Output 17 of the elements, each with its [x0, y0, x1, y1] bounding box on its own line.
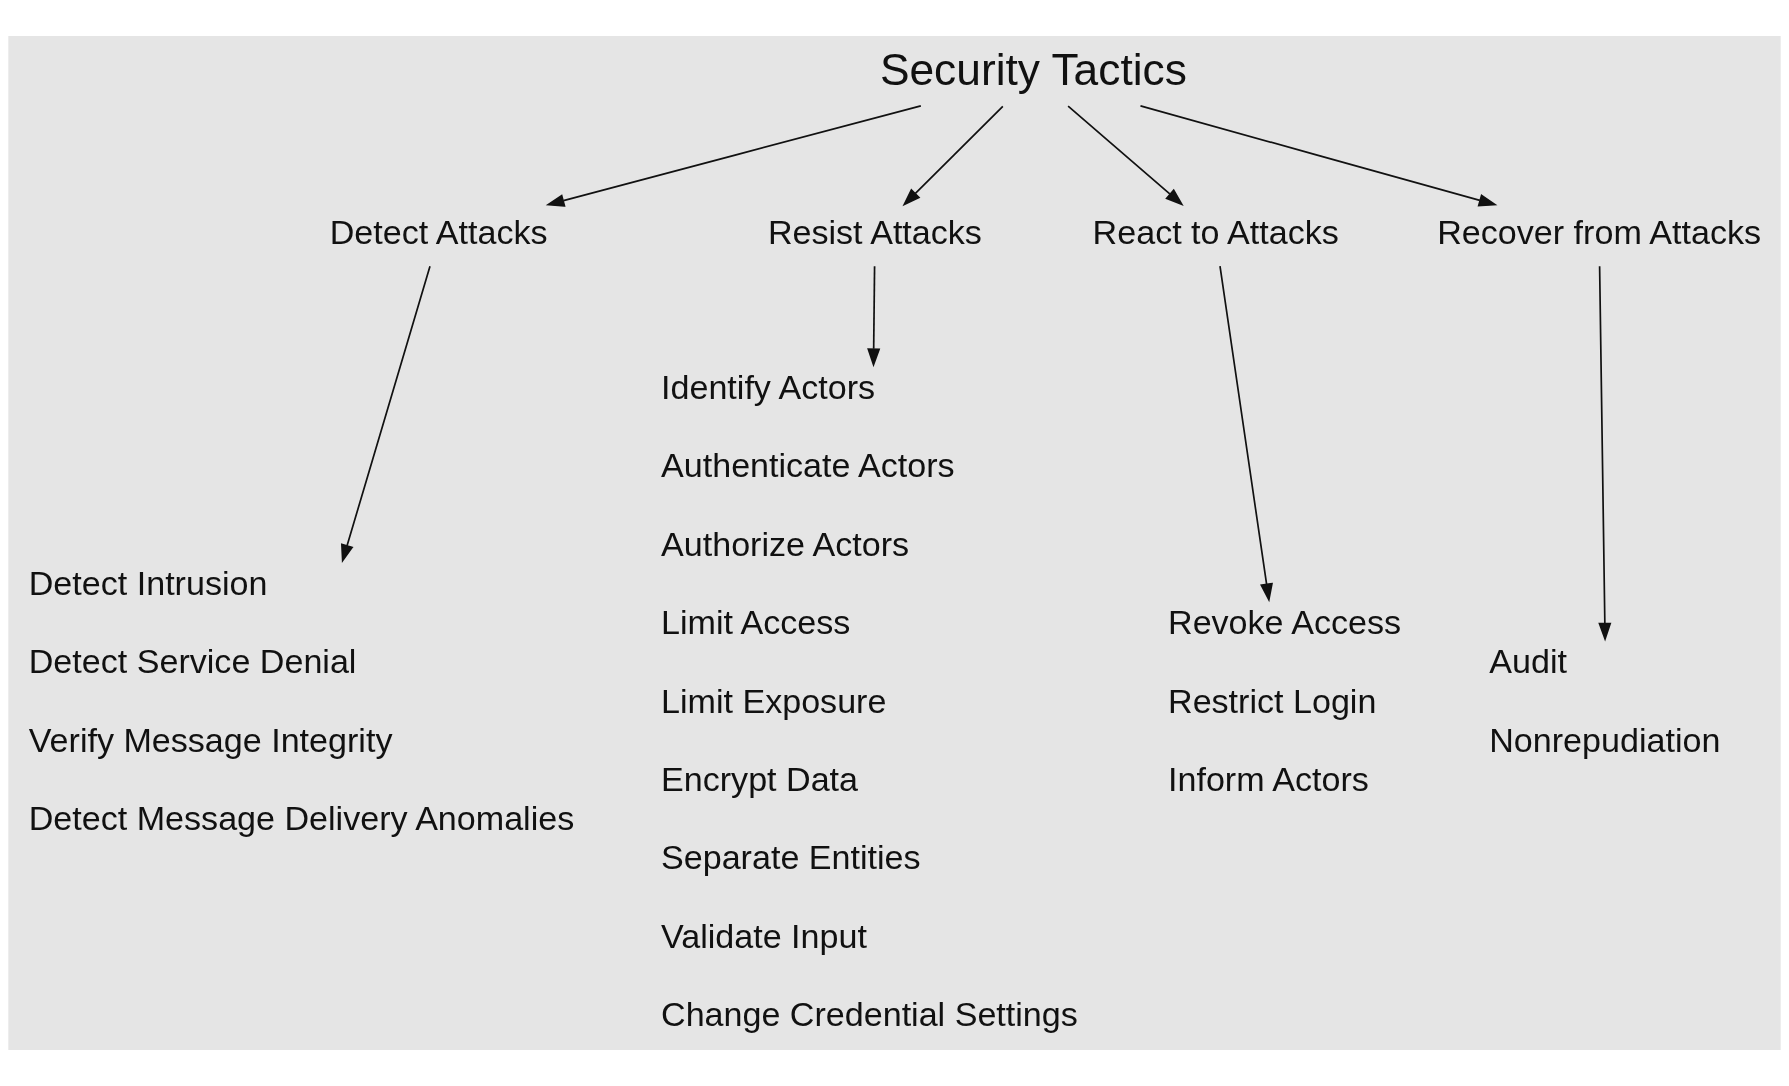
node-text: Detect Intrusion Detect Service Denial Verify Message Integrity Detect Message Delivery Anomalies	[28, 563, 575, 838]
arrow	[340, 265, 431, 563]
arrow	[902, 105, 1004, 207]
node-text: Revoke Access Restrict Login Inform Actors	[1168, 603, 1402, 798]
arrow	[1139, 105, 1498, 207]
arrow	[1067, 105, 1184, 206]
arrow	[1598, 265, 1612, 642]
arrow	[867, 265, 881, 368]
node-text: React to Attacks	[1092, 212, 1339, 251]
node-text: Security Tactics	[879, 45, 1187, 95]
node-text: Identify Actors Authenticate Actors Authorize Actors Limit Access Limit Exposure Encrypt Data Separate Entities Validate Input Change Credential Settings	[661, 367, 1078, 1034]
node-text: Detect Attacks	[329, 212, 548, 251]
node-text: Resist Attacks	[767, 212, 982, 251]
node-text: Audit Nonrepudiation	[1489, 642, 1721, 759]
arrow	[545, 105, 922, 207]
node-text: Recover from Attacks	[1437, 212, 1762, 251]
arrow	[1219, 265, 1273, 603]
